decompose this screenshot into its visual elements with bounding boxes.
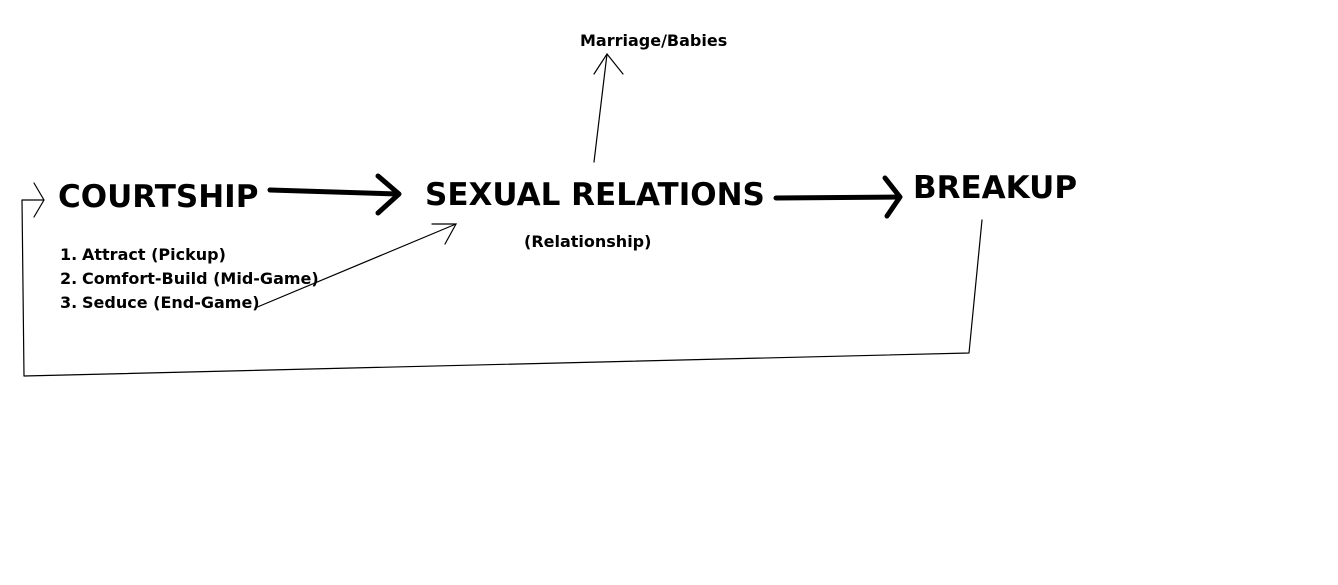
relationship-note: (Relationship) (524, 232, 652, 251)
arrow-seduce-to-sexual-relations (254, 223, 458, 309)
marriage-babies-node: Marriage/Babies (580, 31, 728, 50)
step-number: 3. (60, 293, 78, 312)
courtship-step: 3.Seduce (End-Game) (60, 294, 319, 318)
step-text: Comfort-Build (Mid-Game) (82, 269, 319, 288)
courtship-steps-list: 1.Attract (Pickup) 2.Comfort-Build (Mid-… (60, 246, 319, 318)
breakup-node: BREAKUP (913, 170, 1078, 206)
sexual-relations-node: SEXUAL RELATIONS (425, 177, 765, 213)
step-text: Seduce (End-Game) (82, 293, 260, 312)
arrow-sexual-relations-to-marriage (593, 52, 624, 163)
courtship-node: COURTSHIP (58, 179, 259, 215)
courtship-step: 1.Attract (Pickup) (60, 246, 319, 270)
arrow-courtship-to-sexual-relations (267, 173, 402, 216)
step-text: Attract (Pickup) (82, 245, 226, 264)
arrow-sexual-relations-to-breakup (773, 175, 903, 219)
courtship-step: 2.Comfort-Build (Mid-Game) (60, 270, 319, 294)
loop-breakup-to-courtship (21, 182, 983, 377)
step-number: 2. (60, 269, 78, 288)
step-number: 1. (60, 245, 78, 264)
